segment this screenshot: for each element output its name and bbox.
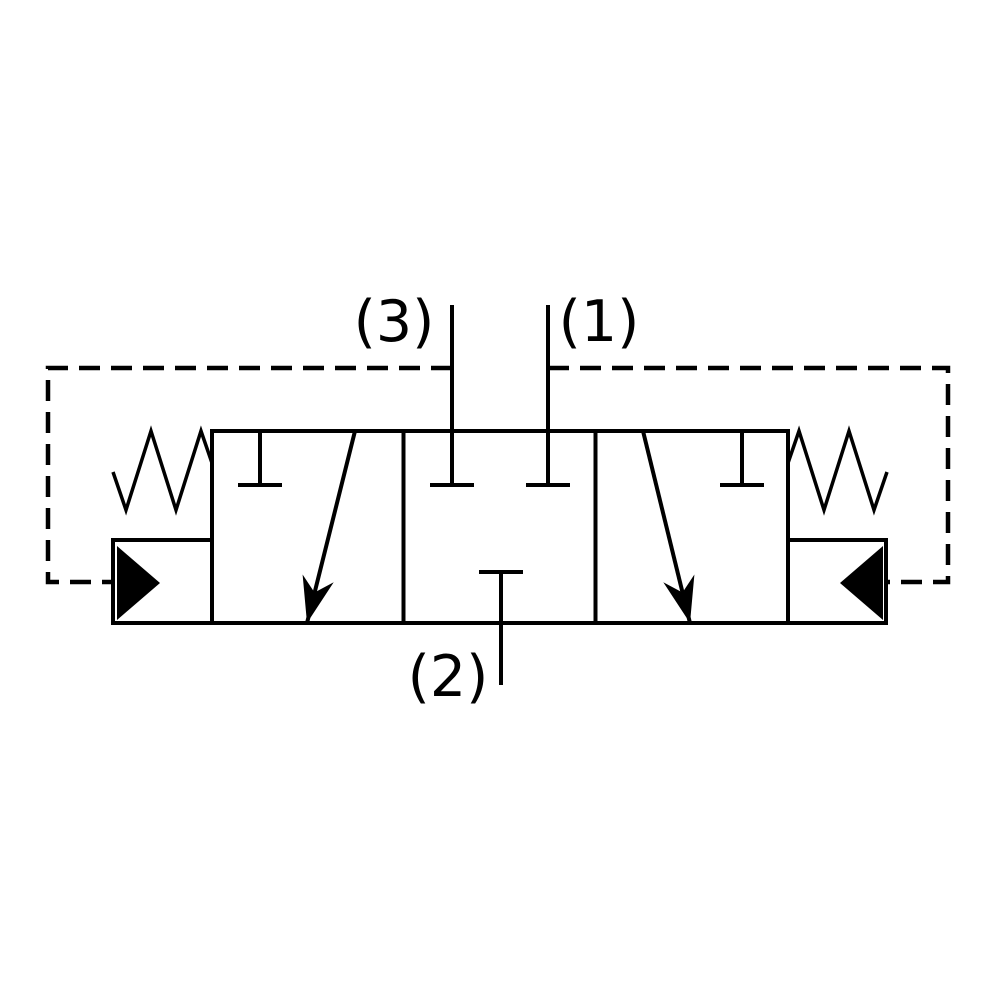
port-1-label: (1)	[559, 289, 640, 355]
spring-right-icon	[786, 425, 889, 516]
pilot-line-right	[548, 365, 951, 585]
right-box-flow-line	[641, 430, 692, 624]
pilot-pressure-triangle-left-icon	[117, 546, 160, 620]
port-3-label: (3)	[354, 289, 435, 355]
port-2-label: (2)	[408, 644, 489, 710]
right-box-flow-arrowhead-icon	[663, 574, 695, 623]
pilot-box-left	[111, 538, 214, 625]
left-box-flow-arrowhead-icon	[302, 574, 334, 623]
left-box-flow-line	[305, 430, 357, 624]
pilot-pressure-triangle-right-icon	[840, 546, 883, 620]
pilot-line-left	[45, 365, 452, 585]
pilot-box-right	[786, 538, 888, 625]
spring-left-icon	[111, 425, 214, 516]
